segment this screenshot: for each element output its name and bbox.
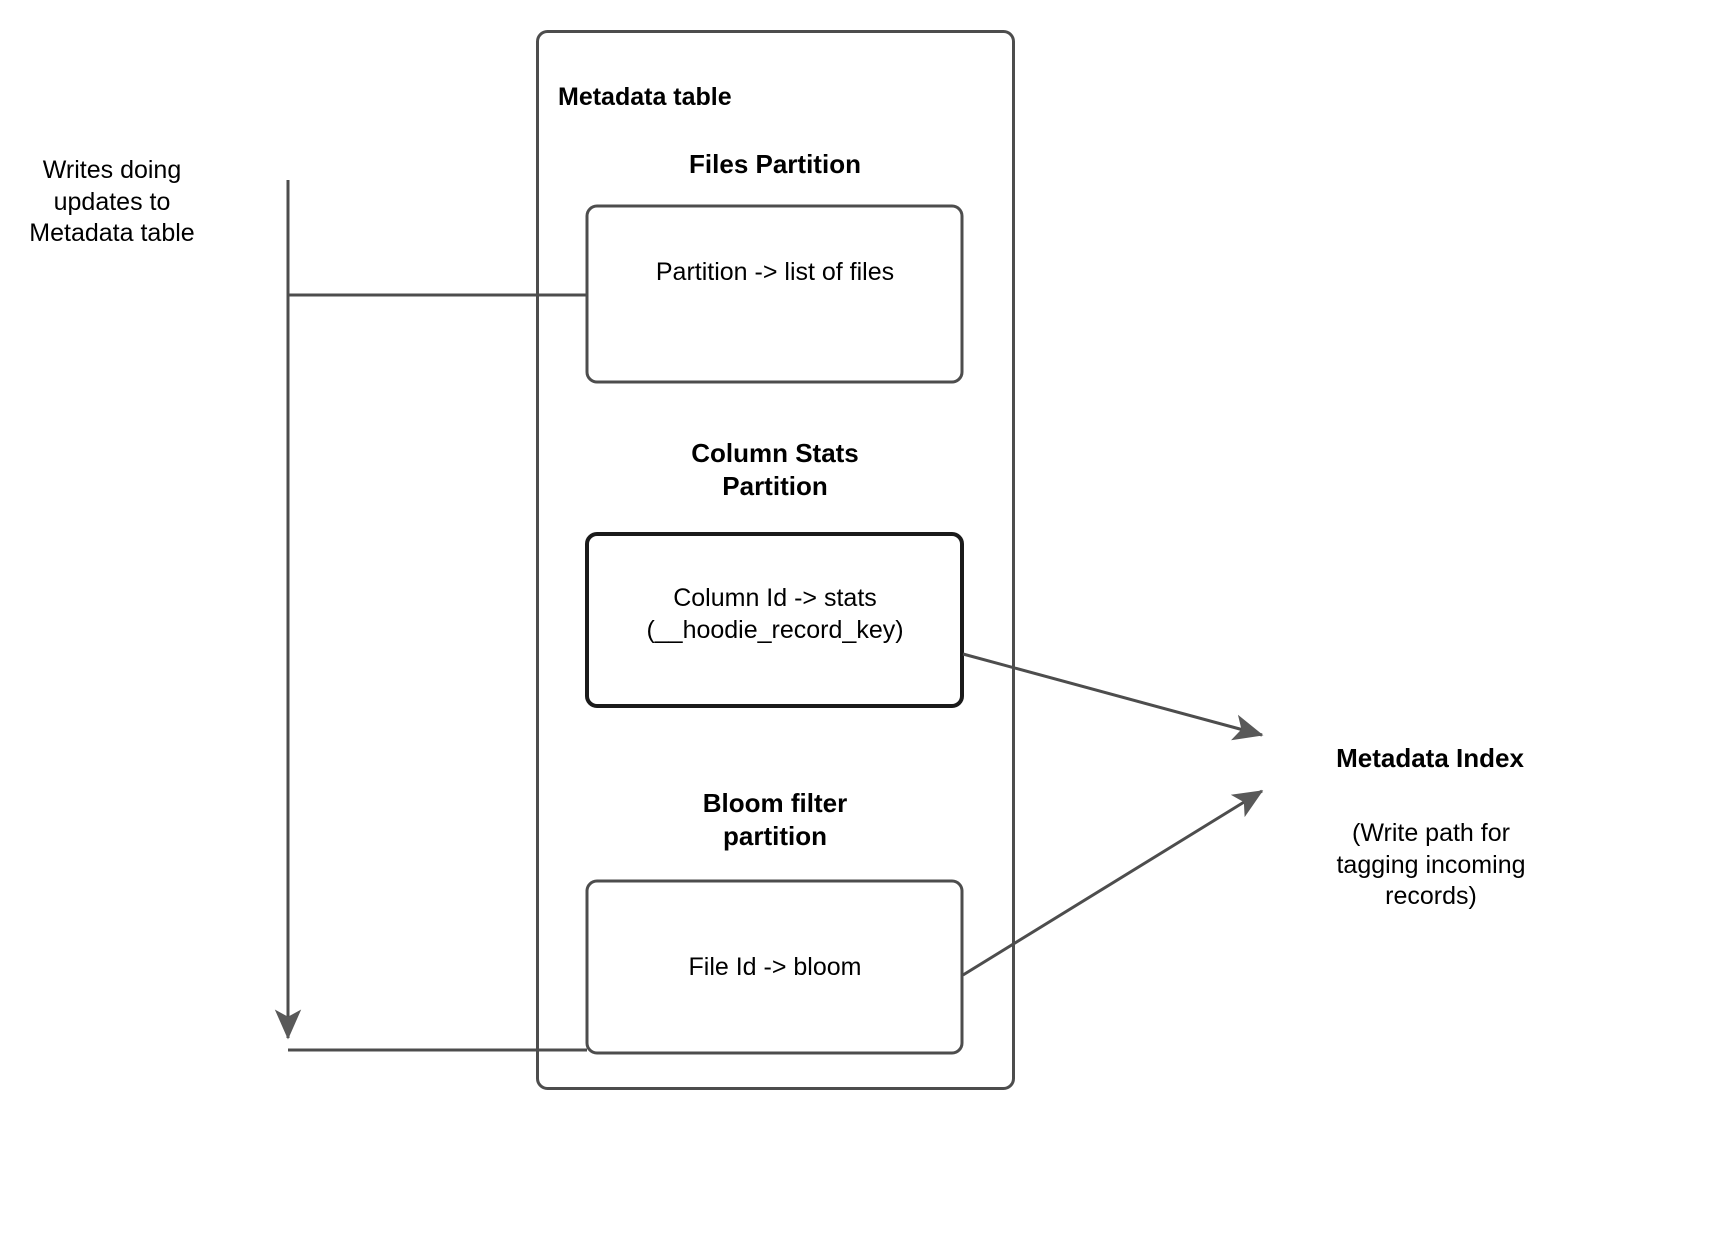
files-partition-box-label: Partition -> list of files [655,258,895,286]
bloom-filter-partition-box-label: File Id -> bloom [688,953,862,981]
writes-caption-label: Writes doing updates to Metadata table [29,156,195,247]
bloom-filter-to-metadata-index-arrow [962,789,1264,977]
metadata-index-note: (Write path for tagging incoming records… [1336,819,1526,910]
bloom-filter-partition-heading: Bloom filter partition [702,788,848,851]
metadata-index-title: Metadata Index [1336,743,1524,773]
metadata-table-outer-box [536,30,1015,1090]
files-partition-box [585,204,964,384]
metadata-table-title: Metadata table [558,83,732,111]
column-stats-to-metadata-index-arrow [962,652,1264,741]
files-partition-heading: Files Partition [689,149,861,179]
column-stats-partition-box-label: Column Id -> stats (__hoodie_record_key) [646,584,904,644]
column-stats-partition-heading: Column Stats Partition [691,438,859,501]
